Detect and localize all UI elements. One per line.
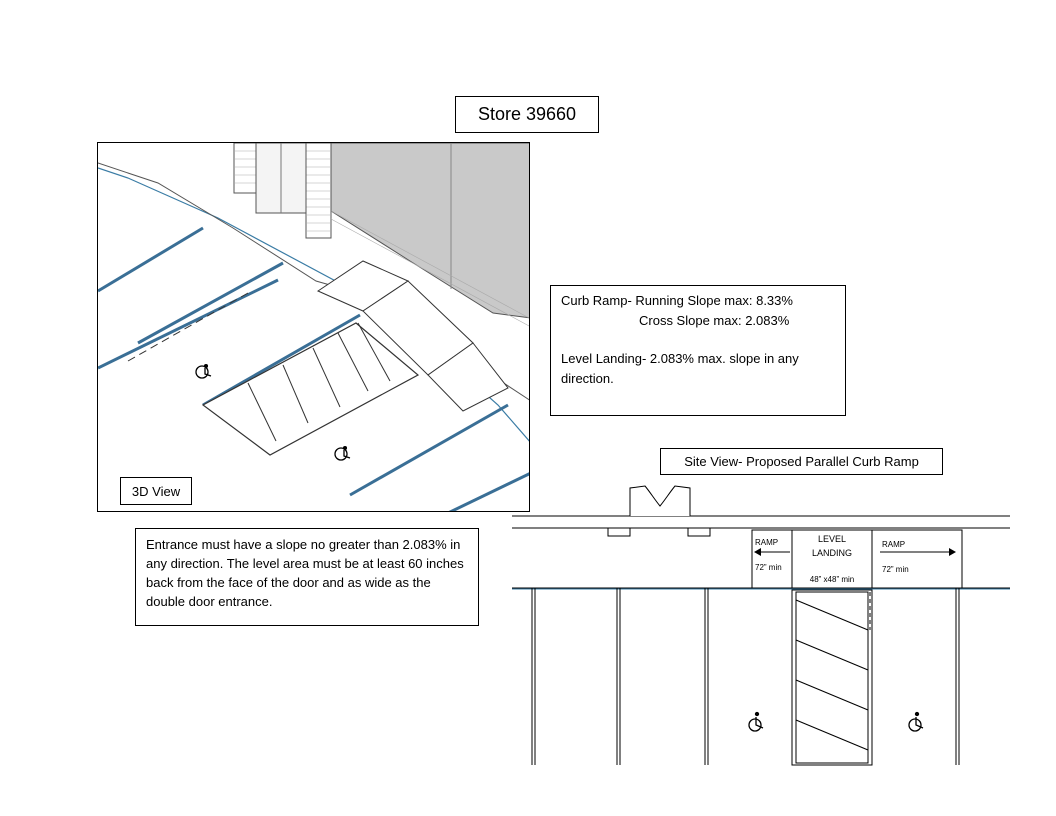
brick-pattern <box>234 150 529 327</box>
brick-column-right <box>305 143 332 239</box>
door-pad-right <box>687 527 711 537</box>
ramp-right-arrow-head <box>949 548 956 556</box>
landing-frame <box>791 529 873 589</box>
ramp-left-dim: 72” min <box>755 563 782 572</box>
level-landing-note-cont: direction. <box>561 371 614 386</box>
entrance-note-text: Entrance must have a slope no greater th… <box>146 537 464 609</box>
landing-dim: 48” x48” min <box>810 575 854 584</box>
slope-notes-box: Curb Ramp- Running Slope max: 8.33% Cros… <box>550 285 846 416</box>
accessible-parking-icon <box>908 711 924 732</box>
door-pad-left <box>607 527 631 537</box>
ramp-right-dim: 72” min <box>882 565 909 574</box>
landing-label-1: LEVEL <box>818 534 846 544</box>
access-aisle-hatching <box>795 599 869 751</box>
ramp-left-frame <box>751 529 793 589</box>
site-view-label: Site View- Proposed Parallel Curb Ramp <box>660 448 943 475</box>
3d-view-panel <box>97 142 530 512</box>
access-aisle-inner <box>795 591 869 764</box>
3d-view-label: 3D View <box>120 477 192 505</box>
ramp-left-arrow-head <box>754 548 761 556</box>
access-aisle <box>201 322 420 456</box>
accessible-parking-icon <box>195 363 212 379</box>
access-aisle-frame <box>791 589 873 766</box>
parking-stripes <box>98 226 529 511</box>
accessible-parking-icon <box>748 711 764 732</box>
level-landing-note: Level Landing- 2.083% max. slope in any <box>561 351 799 366</box>
entrance-note-box: Entrance must have a slope no greater th… <box>135 528 479 626</box>
ramp-right <box>427 342 509 412</box>
access-aisle-hatching <box>247 322 391 442</box>
site-view-drawing: RAMP 72” min LEVEL LANDING 48” x48” min … <box>512 485 1010 766</box>
parking-stall-lines <box>531 588 960 765</box>
ramp-right-label: RAMP <box>882 540 905 549</box>
dashed-edge <box>127 292 249 362</box>
running-slope-note: Curb Ramp- Running Slope max: 8.33% <box>561 293 793 308</box>
site-view-label-text: Site View- Proposed Parallel Curb Ramp <box>684 454 919 469</box>
double-door-icon <box>629 485 691 516</box>
page-title-text: Store 39660 <box>477 104 577 124</box>
storefront-wall <box>330 143 529 319</box>
page-title: Store 39660 <box>455 96 599 133</box>
3d-view-drawing <box>98 143 529 511</box>
cross-slope-note: Cross Slope max: 2.083% <box>639 313 790 328</box>
ramp-right-frame <box>871 529 963 589</box>
brick-column-left <box>233 143 257 194</box>
ramp-left-label: RAMP <box>755 538 778 547</box>
landing-label-2: LANDING <box>812 548 852 558</box>
accessible-parking-icon <box>334 445 351 461</box>
3d-view-label-text: 3D View <box>131 483 181 499</box>
